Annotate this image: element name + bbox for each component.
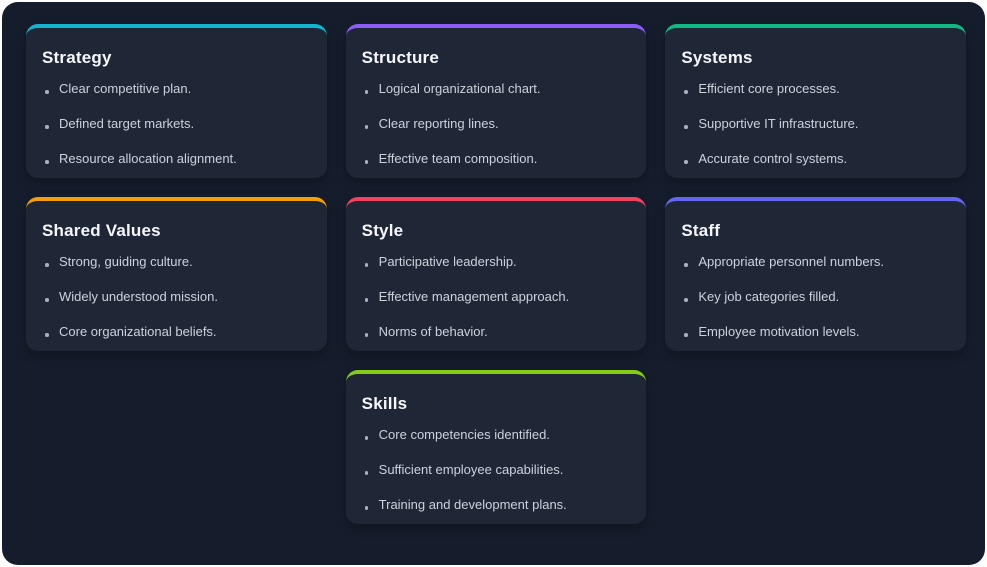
card-checklist: Clear competitive plan. Defined target ma… — [42, 81, 311, 167]
checklist-item: Widely understood mission. — [42, 289, 311, 305]
checklist-item: Resource allocation alignment. — [42, 151, 311, 167]
checklist-item: Defined target markets. — [42, 116, 311, 132]
checklist-item: Participative leadership. — [362, 254, 631, 270]
checklist-item: Effective team composition. — [362, 151, 631, 167]
card-title: Staff — [681, 221, 721, 240]
card-title: Shared Values — [42, 221, 161, 240]
checklist-item: Core organizational beliefs. — [42, 324, 311, 340]
checklist-item: Strong, guiding culture. — [42, 254, 311, 270]
framework-card-style: Style Participative leadership. Effective… — [345, 197, 647, 351]
checklist-item: Accurate control systems. — [681, 151, 950, 167]
checklist-item: Logical organizational chart. — [362, 81, 631, 97]
card-title: Strategy — [42, 48, 112, 67]
checklist-item: Effective management approach. — [362, 289, 631, 305]
checklist-item: Appropriate personnel numbers. — [681, 254, 950, 270]
framework-card-systems: Systems Efficient core processes. Support… — [665, 24, 966, 178]
card-title: Structure — [361, 48, 440, 67]
framework-card-shared-values: Shared Values Strong, guiding culture. Wi… — [26, 197, 327, 351]
checklist-item: Core competencies identified. — [362, 427, 631, 443]
card-checklist: Efficient core processes. Supportive IT i… — [681, 81, 950, 167]
card-checklist: Participative leadership. Effective manag… — [362, 254, 631, 340]
card-checklist: Strong, guiding culture. Widely understoo… — [42, 254, 311, 340]
checklist-item: Employee motivation levels. — [681, 324, 950, 340]
checklist-item: Supportive IT infrastructure. — [681, 116, 950, 132]
checklist-item: Clear reporting lines. — [362, 116, 631, 132]
framework-card-strategy: Strategy Clear competitive plan. Defined … — [26, 24, 327, 178]
checklist-item: Training and development plans. — [362, 497, 631, 513]
checklist-item: Efficient core processes. — [681, 81, 950, 97]
checklist-item: Clear competitive plan. — [42, 81, 311, 97]
card-checklist: Appropriate personnel numbers. Key job ca… — [681, 254, 950, 340]
card-checklist: Core competencies identified. Sufficient … — [362, 427, 631, 513]
framework-card-staff: Staff Appropriate personnel numbers. Key … — [665, 197, 966, 351]
card-title: Systems — [681, 48, 753, 67]
card-title: Skills — [361, 394, 408, 413]
checklist-item: Key job categories filled. — [681, 289, 950, 305]
seven-s-card-grid: Strategy Clear competitive plan. Defined … — [26, 24, 966, 524]
checklist-item: Norms of behavior. — [362, 324, 631, 340]
card-title: Style — [361, 221, 404, 240]
framework-card-skills: Skills Core competencies identified. Suff… — [345, 370, 647, 524]
checklist-item: Sufficient employee capabilities. — [362, 462, 631, 478]
card-checklist: Logical organizational chart. Clear repor… — [362, 81, 631, 167]
framework-card-structure: Structure Logical organizational chart. C… — [345, 24, 647, 178]
